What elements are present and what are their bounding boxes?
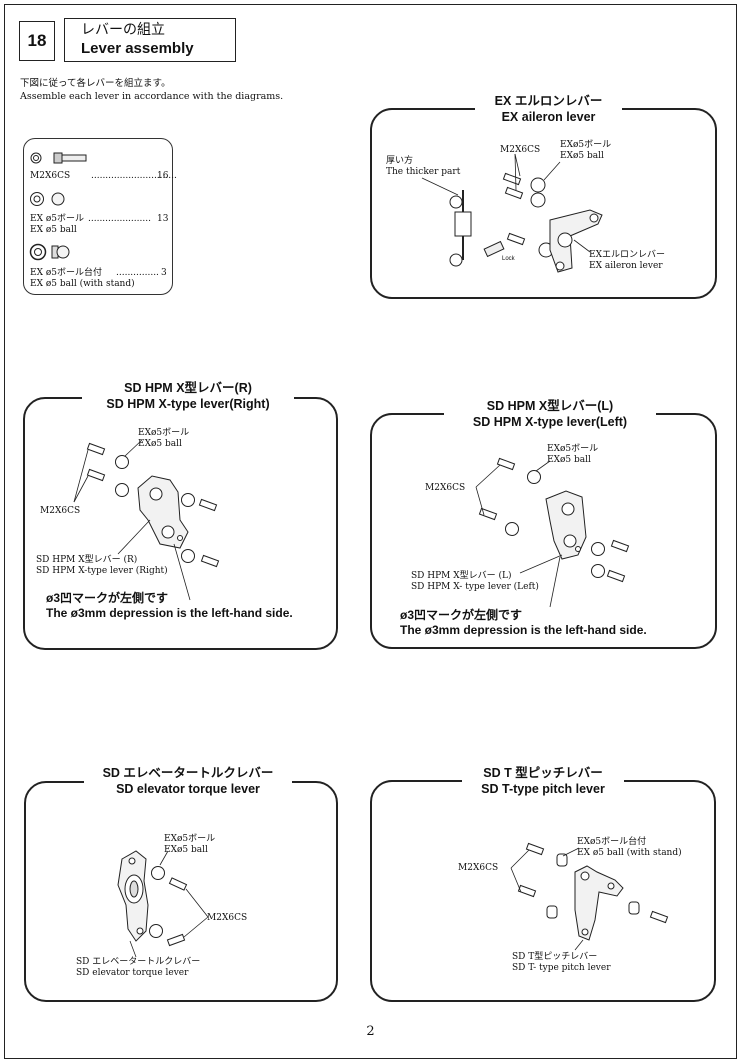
panel-aileron-title-jp: EX エルロンレバー [494,94,603,108]
panel-elevator-title-jp: SD エレベータートルクレバー [102,766,274,780]
pitch-lever-label-jp: SD T型ピッチレバー [512,952,598,962]
step-number: 18 [19,21,55,61]
elevator-lever-label-en: SD elevator torque lever [76,968,189,978]
elevator-screw-label: M2X6CS [207,913,248,923]
page-frame [4,4,737,1059]
elevator-ball-label-jp: EXø5ボール [164,834,216,844]
x-left-lever-label-jp: SD HPM X型レバー (L) [411,571,512,581]
part-stand-ball-qty: 3 [161,268,167,278]
x-right-lever-diagram [73,439,220,601]
intro-en: Assemble each lever in accordance with t… [20,91,284,102]
elevator-lever-label-jp: SD エレベータートルクレバー [76,957,201,967]
ball-icon [30,192,65,206]
part-screw-qty: 16 [157,171,169,181]
elevator-lever-diagram [117,850,209,958]
x-left-note-en: The ø3mm depression is the left-hand sid… [400,623,647,637]
aileron-lever-label-jp: EXエルロンレバー [589,250,665,260]
panel-aileron-title: EX エルロンレバー EX aileron lever [475,93,622,125]
ball-with-stand-icon [29,243,70,261]
pitch-ball-label-en: EX ø5 ball (with stand) [577,848,682,858]
panel-pitch-title: SD T 型ピッチレバー SD T-type pitch lever [462,765,624,797]
aileron-lever-diagram [421,153,603,273]
panel-x-right-title-jp: SD HPM X型レバー(R) [124,381,252,395]
panel-pitch-title-jp: SD T 型ピッチレバー [483,766,603,780]
part-ball-dots: ...................... [88,214,151,224]
x-left-lever-label-en: SD HPM X- type lever (Left) [411,582,539,592]
intro-jp: 下図に従って各レバーを組立ます。 [20,78,171,89]
pitch-screw-label: M2X6CS [458,863,499,873]
part-stand-ball-dots: ............... [116,268,159,278]
x-left-ball-label-jp: EXø5ボール [547,444,599,454]
x-right-note-en: The ø3mm depression is the left-hand sid… [46,606,293,620]
page-number: 2 [366,1024,375,1039]
thicker-part-label-jp: 厚い方 [386,156,414,166]
x-right-lever-label-jp: SD HPM X型レバー (R) [36,555,138,565]
part-screw-name: M2X6CS [30,171,71,181]
panel-elevator-title: SD エレベータートルクレバー SD elevator torque lever [84,765,292,797]
x-right-screw-label: M2X6CS [40,506,81,516]
panel-x-right-title: SD HPM X型レバー(R) SD HPM X-type lever(Righ… [82,380,294,412]
pitch-lever-label-en: SD T- type pitch lever [512,963,611,973]
x-right-lever-label-en: SD HPM X-type lever (Right) [36,566,168,576]
parts-list: M2X6CS .............................. 16… [23,138,177,295]
screw-icon [30,152,87,164]
aileron-screw-label: M2X6CS [500,145,541,155]
lock-label: Lock [502,256,515,262]
part-stand-ball-name-jp: EX ø5ボール台付 [30,268,102,278]
x-left-lever-diagram [475,457,630,608]
part-ball-name-jp: EX ø5ボール [30,214,84,224]
aileron-ball-label-en: EXø5 ball [560,151,604,161]
step-title-en: Lever assembly [81,40,194,57]
x-left-ball-label-en: EXø5 ball [547,455,591,465]
panel-pitch-title-en: SD T-type pitch lever [481,782,605,796]
panel-x-left-title-jp: SD HPM X型レバー(L) [486,399,614,413]
step-title-jp: レバーの組立 [81,22,165,38]
part-screw-dots: .............................. [91,171,177,181]
x-right-ball-label-jp: EXø5ボール [138,428,190,438]
aileron-ball-label-jp: EXø5ボール [560,140,612,150]
x-right-note-jp: ø3凹マークが左側です [46,591,169,605]
x-left-note-jp: ø3凹マークが左側です [400,608,523,622]
part-ball-qty: 13 [157,214,169,224]
panel-elevator-title-en: SD elevator torque lever [116,782,260,796]
pitch-ball-label-jp: EXø5ボール台付 [577,837,647,847]
part-stand-ball-name-en: EX ø5 ball (with stand) [30,279,135,289]
step-title: レバーの組立 Lever assembly [64,18,236,62]
elevator-ball-label-en: EXø5 ball [164,845,208,855]
pitch-lever-diagram [510,842,669,951]
x-left-screw-label: M2X6CS [425,483,466,493]
thicker-part-label-en: The thicker part [386,167,461,177]
panel-x-right-title-en: SD HPM X-type lever(Right) [106,397,270,411]
part-ball-name-en: EX ø5 ball [30,225,77,235]
aileron-lever-label-en: EX aileron lever [589,261,663,271]
panel-x-left-title-en: SD HPM X-type lever(Left) [472,415,628,429]
panel-aileron-title-en: EX aileron lever [501,110,596,124]
panel-x-left-title: SD HPM X型レバー(L) SD HPM X-type lever(Left… [444,398,656,430]
x-right-ball-label-en: EXø5 ball [138,439,182,449]
